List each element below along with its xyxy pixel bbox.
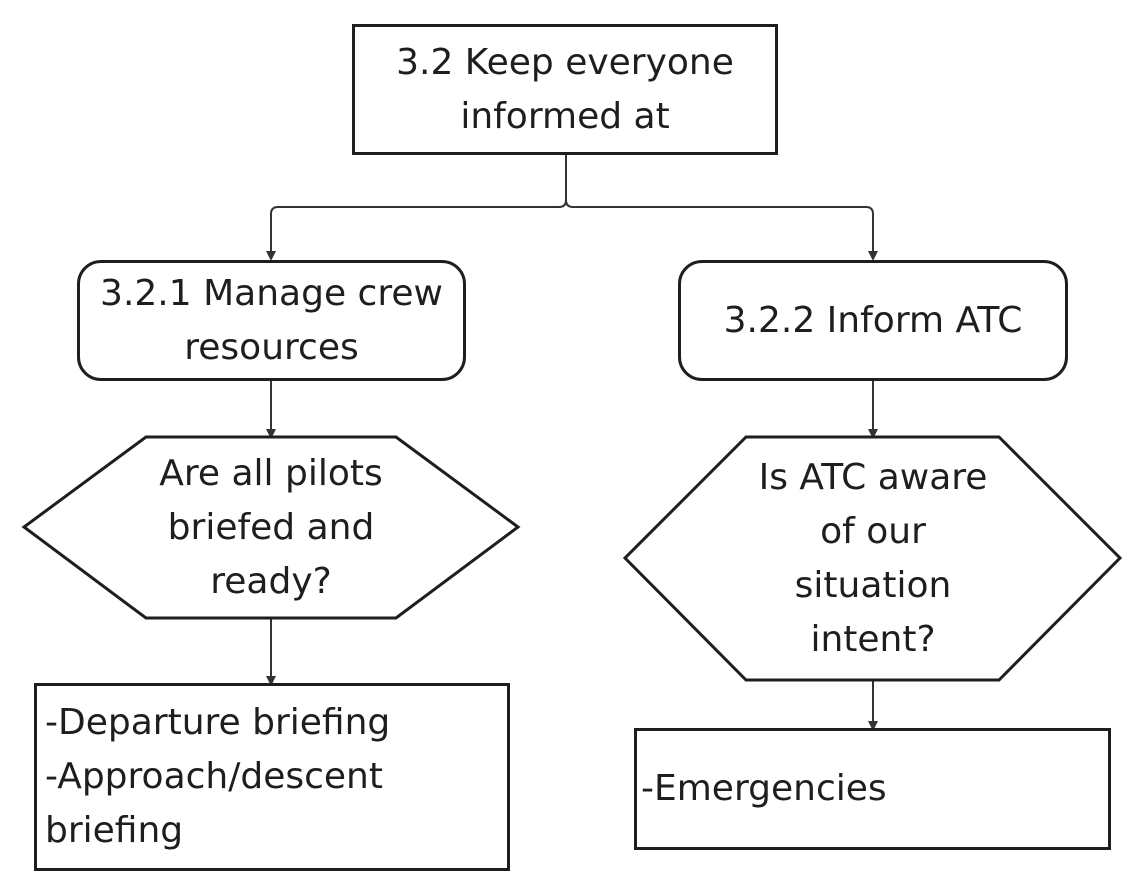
connector-root-split-right [565, 199, 878, 261]
inform-atc-node: 3.2.2 Inform ATC [678, 260, 1068, 381]
atc-question-line-3: situation [794, 564, 952, 606]
atc-question-line-1: Is ATC aware [758, 456, 988, 498]
briefings-line-1: -Departure briefing [45, 702, 391, 743]
briefings-line-2: -Approach/descent [45, 756, 383, 797]
emergencies-node: -Emergencies [634, 728, 1111, 850]
root-node-line-1: 3.2 Keep everyone [396, 41, 734, 83]
briefings-node: -Departure briefing -Approach/descent br… [34, 683, 510, 871]
briefings-line-3: briefing [45, 810, 184, 851]
decision-hexagon-atc [622, 435, 1123, 682]
pilots-question-line-2: briefed and [167, 506, 375, 548]
atc-question-line-4: intent? [810, 618, 936, 660]
atc-question-line-2: of our [820, 510, 926, 552]
pilots-question-line-1: Are all pilots [159, 452, 383, 494]
manage-crew-line-2: resources [184, 326, 359, 368]
atc-question-text: Is ATC aware of our situation intent? [702, 437, 1044, 680]
root-node-line-2: informed at [460, 95, 670, 137]
root-node: 3.2 Keep everyone informed at [352, 24, 778, 155]
pilots-question-text: Are all pilots briefed and ready? [100, 437, 442, 618]
pilots-question-line-3: ready? [210, 560, 332, 602]
connector-root-split [266, 155, 567, 261]
decision-hexagon-pilots [21, 435, 521, 620]
emergencies-line-1: -Emergencies [641, 768, 887, 809]
manage-crew-node: 3.2.1 Manage crew resources [77, 260, 466, 381]
inform-atc-line-1: 3.2.2 Inform ATC [723, 299, 1023, 341]
manage-crew-line-1: 3.2.1 Manage crew [100, 272, 443, 314]
